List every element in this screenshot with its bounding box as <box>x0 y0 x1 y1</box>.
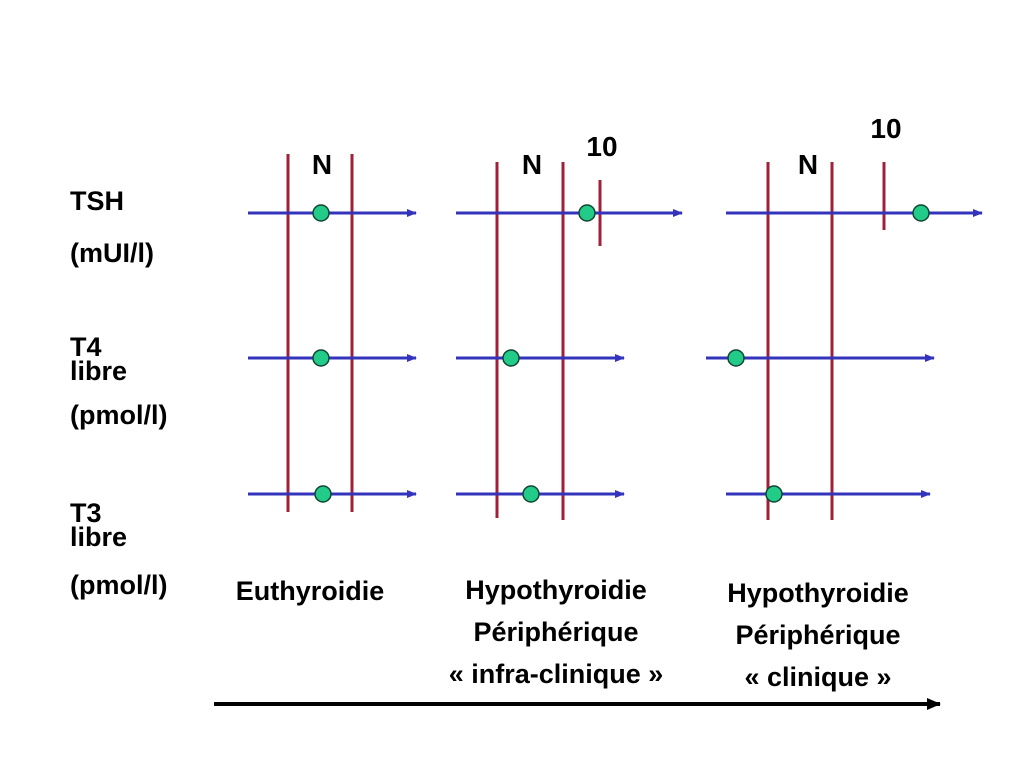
column-title: Hypothyroidie <box>465 575 647 605</box>
column-title: Euthyroidie <box>236 576 385 606</box>
column-title-line-3: « infra-clinique » <box>449 659 664 689</box>
tsh-threshold-label: 10 <box>586 131 617 162</box>
row-t3-label: T3 <box>70 498 102 528</box>
t4-level-marker <box>502 349 520 367</box>
row-t4-unit: (pmol/l) <box>70 400 167 430</box>
t3-level-marker <box>314 485 332 503</box>
column-title: Hypothyroidie <box>727 578 909 608</box>
t4-level-marker <box>312 349 330 367</box>
tsh-threshold-label: 10 <box>870 113 901 144</box>
row-t4-label-2: libre <box>70 356 127 386</box>
row-labels: TSH (mUI/l) T4 libre (pmol/l) T3 libre (… <box>70 186 167 600</box>
column-title-line-2: Périphérique <box>735 620 900 650</box>
tsh-level-marker <box>578 204 596 222</box>
row-tsh-label: TSH <box>70 186 124 216</box>
tsh-level-marker <box>912 204 930 222</box>
column-infra-clinique: N 10 Hypothyroidie Périphérique « infra-… <box>449 131 683 689</box>
normal-range-label: N <box>522 149 542 180</box>
row-t4-label: T4 <box>70 332 102 362</box>
tsh-level-marker <box>312 204 330 222</box>
column-title-line-3: « clinique » <box>744 662 891 692</box>
normal-range-label: N <box>312 149 332 180</box>
column-clinique: N 10 Hypothyroidie Périphérique « cliniq… <box>706 113 983 692</box>
row-t3-unit: (pmol/l) <box>70 570 167 600</box>
row-t3-label-2: libre <box>70 522 127 552</box>
column-euthyroidie: N Euthyroidie <box>236 149 417 606</box>
t4-level-marker <box>727 349 745 367</box>
t3-level-marker <box>522 485 540 503</box>
row-tsh-unit: (mUI/l) <box>70 238 154 268</box>
normal-range-label: N <box>798 149 818 180</box>
column-title-line-2: Périphérique <box>473 617 638 647</box>
t3-level-marker <box>765 485 783 503</box>
